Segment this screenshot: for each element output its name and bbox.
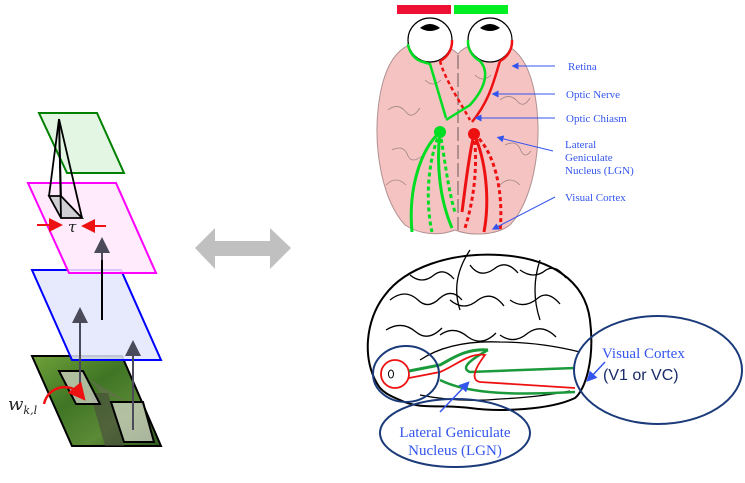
visual-cortex-side-pointer [586, 361, 606, 382]
visual-cortex-pointer [491, 196, 556, 230]
double-arrow-icon [195, 228, 291, 269]
tau-label: τ [68, 218, 77, 236]
brain-side-view: Visual Cortex (V1 or VC) Lateral Genicul… [366, 249, 743, 468]
legend-green-bar [454, 5, 508, 14]
legend-red-bar [397, 5, 451, 14]
side-eye [380, 359, 410, 389]
lgn-side-pointer [439, 381, 470, 413]
label-retina: Retina [568, 61, 597, 73]
eye-highlight-ellipse [372, 345, 440, 403]
weight-arrow [42, 381, 86, 405]
side-label-lgn-1: Lateral Geniculate [399, 425, 511, 441]
cnn-diagram: τ wk,l [8, 112, 163, 447]
input-image-layer [30, 355, 163, 447]
label-lgn-3: Nucleus (LGN) [565, 165, 634, 177]
label-visual-cortex: Visual Cortex [565, 192, 626, 204]
visual-cortex-ellipse [573, 315, 743, 425]
side-label-v1-vc: (V1 or VC) [603, 367, 679, 384]
label-optic-chiasm: Optic Chiasm [566, 113, 627, 125]
label-optic-nerve: Optic Nerve [566, 89, 620, 101]
label-lgn-2: Geniculate [565, 152, 613, 164]
lgn-pointer [496, 135, 554, 152]
label-lgn-1: Lateral [565, 139, 596, 151]
output-layer [37, 112, 126, 174]
pyramid-pooling [47, 118, 85, 219]
side-label-visual-cortex: Visual Cortex [602, 346, 685, 362]
brain-top-view: Retina Optic Nerve Optic Chiasm Lateral … [376, 5, 634, 235]
lgn-ellipse [379, 398, 531, 468]
pooling-layer [26, 182, 158, 274]
weight-label: wk,l [8, 394, 38, 417]
convolution-layer [30, 269, 163, 361]
side-label-lgn-2: Nucleus (LGN) [408, 443, 502, 459]
